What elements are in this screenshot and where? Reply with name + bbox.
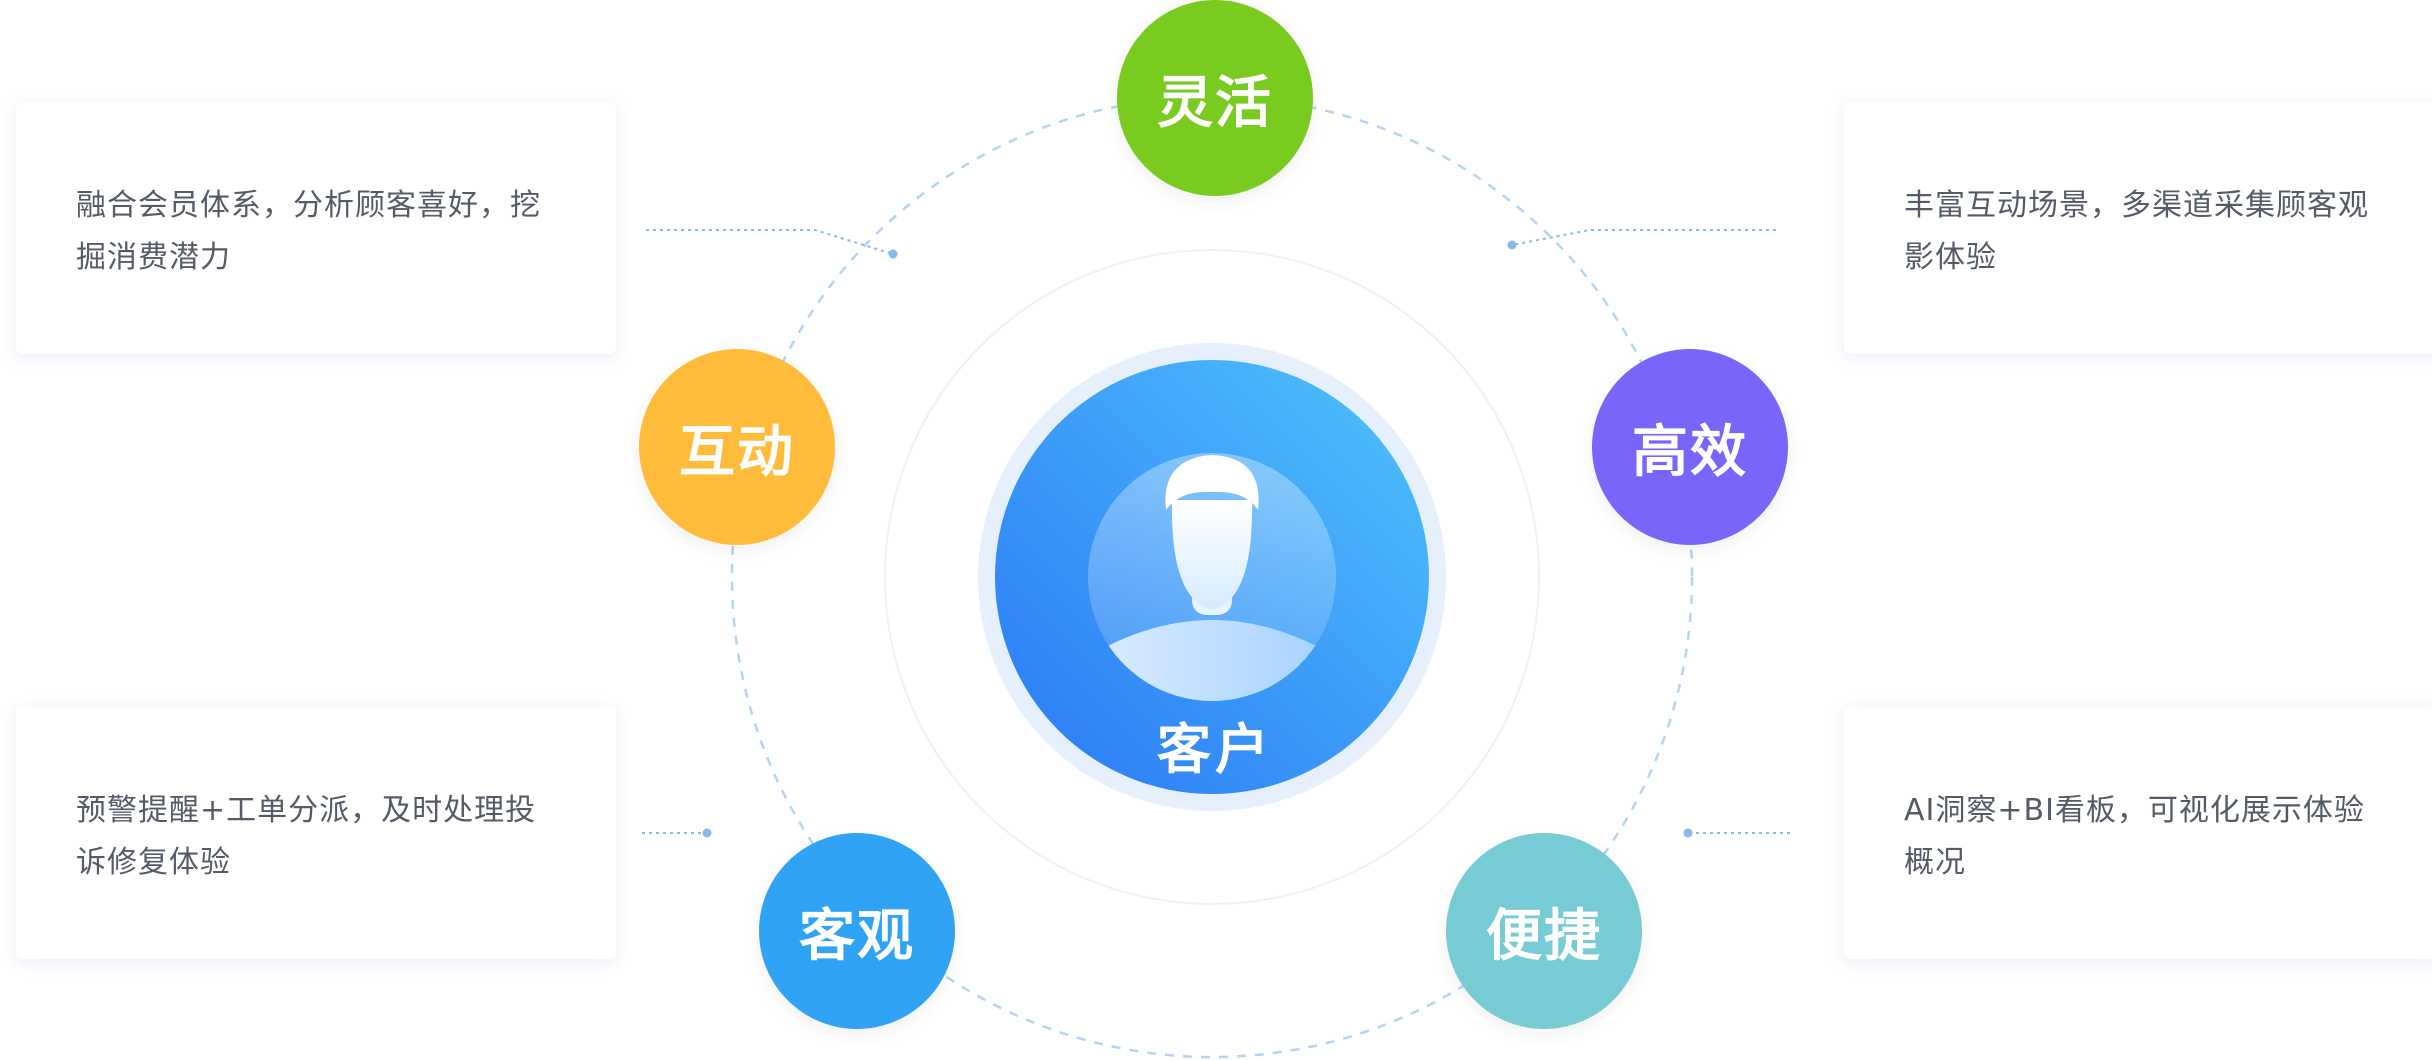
node-flexible-label: 灵活 xyxy=(1157,70,1273,136)
card-top-right-text: 丰富互动场景，多渠道采集顾客观影体验 xyxy=(1904,188,2369,275)
card-top-left: 融合会员体系，分析顾客喜好，挖掘消费潜力 xyxy=(16,102,616,354)
card-bottom-right-text: AI洞察+BI看板，可视化展示体验概况 xyxy=(1904,793,2365,880)
center-customer-label: 客户 xyxy=(1157,718,1273,781)
card-bottom-right: AI洞察+BI看板，可视化展示体验概况 xyxy=(1844,707,2432,959)
node-convenient-label: 便捷 xyxy=(1486,903,1602,969)
outer-dashed-ring xyxy=(730,95,1694,1059)
node-objective-label: 客观 xyxy=(799,903,915,969)
connector-top-right xyxy=(1507,229,1776,250)
card-top-right: 丰富互动场景，多渠道采集顾客观影体验 xyxy=(1844,102,2432,354)
node-efficient: 高效 xyxy=(1592,349,1788,545)
node-efficient-label: 高效 xyxy=(1632,419,1748,485)
connector-bottom-right xyxy=(1683,828,1790,838)
card-bottom-left: 预警提醒+工单分派，及时处理投诉修复体验 xyxy=(16,707,616,959)
inner-thin-ring xyxy=(884,249,1540,905)
card-bottom-left-text: 预警提醒+工单分派，及时处理投诉修复体验 xyxy=(76,793,537,880)
node-interaction-label: 互动 xyxy=(679,419,795,485)
connector-top-left xyxy=(646,229,898,259)
card-top-left-text: 融合会员体系，分析顾客喜好，挖掘消费潜力 xyxy=(76,188,541,275)
node-flexible: 灵活 xyxy=(1117,0,1313,196)
node-interaction: 互动 xyxy=(639,349,835,545)
node-convenient: 便捷 xyxy=(1446,833,1642,1029)
connector-bottom-left xyxy=(642,828,712,838)
node-objective: 客观 xyxy=(759,833,955,1029)
